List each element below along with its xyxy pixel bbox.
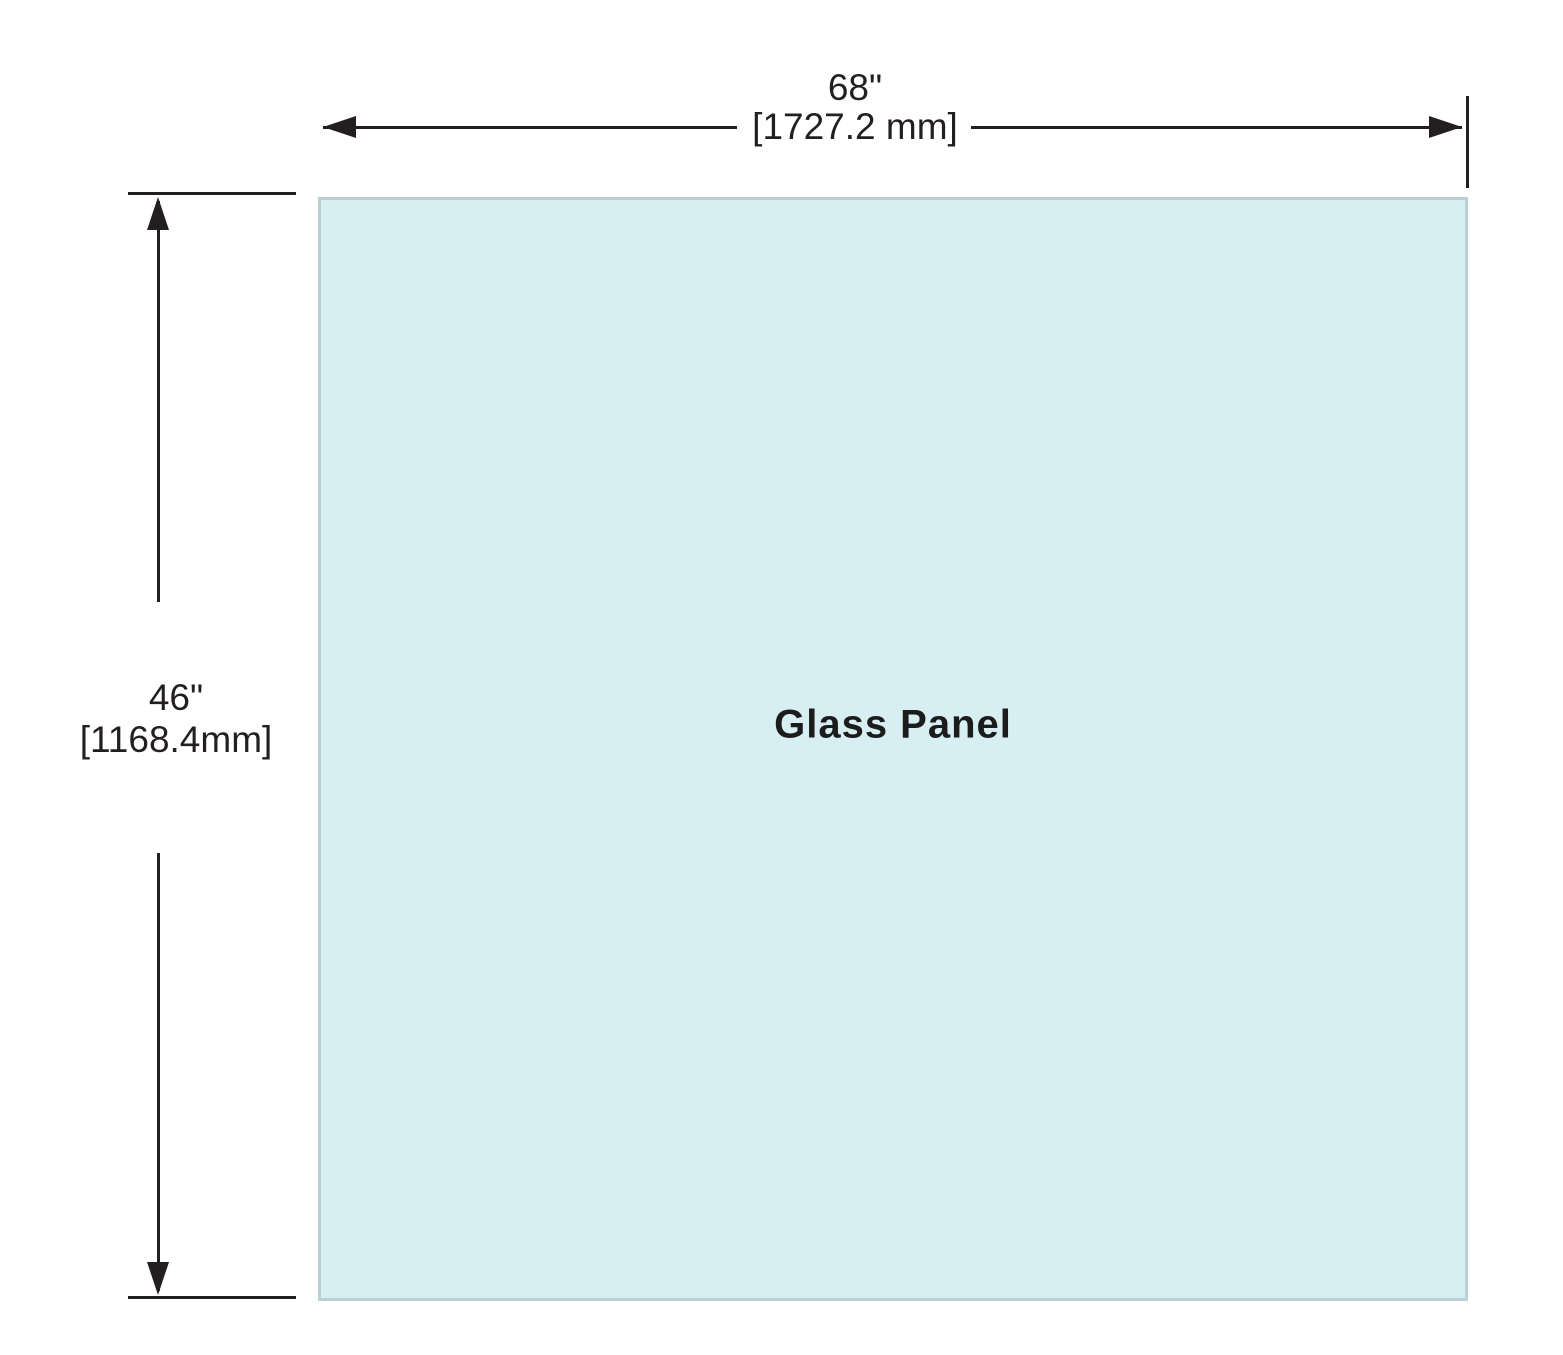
width-mm-label: [1727.2 mm] (752, 106, 958, 147)
height-extension-line-top (128, 192, 296, 195)
width-extension-line-right (1466, 96, 1469, 188)
width-dimension-line-right (971, 126, 1462, 129)
height-dimension-line-lower (157, 853, 160, 1291)
glass-panel-label: Glass Panel (774, 702, 1012, 747)
height-dimension-label: 46" [1168.4mm] (80, 677, 273, 761)
arrow-up-icon (147, 197, 169, 230)
width-inches-label: 68" (827, 67, 883, 108)
arrow-down-icon (147, 1262, 169, 1295)
arrow-left-icon (323, 116, 356, 138)
height-extension-line-bottom (128, 1296, 296, 1299)
height-mm-label: [1168.4mm] (79, 719, 273, 760)
width-dimension-line-left (323, 126, 737, 129)
height-inches-label: 46" (148, 677, 204, 718)
glass-panel (318, 197, 1468, 1301)
height-dimension-line-upper (157, 201, 160, 602)
arrow-right-icon (1429, 116, 1462, 138)
width-dimension-label: 68" [1727.2 mm] (752, 68, 958, 146)
